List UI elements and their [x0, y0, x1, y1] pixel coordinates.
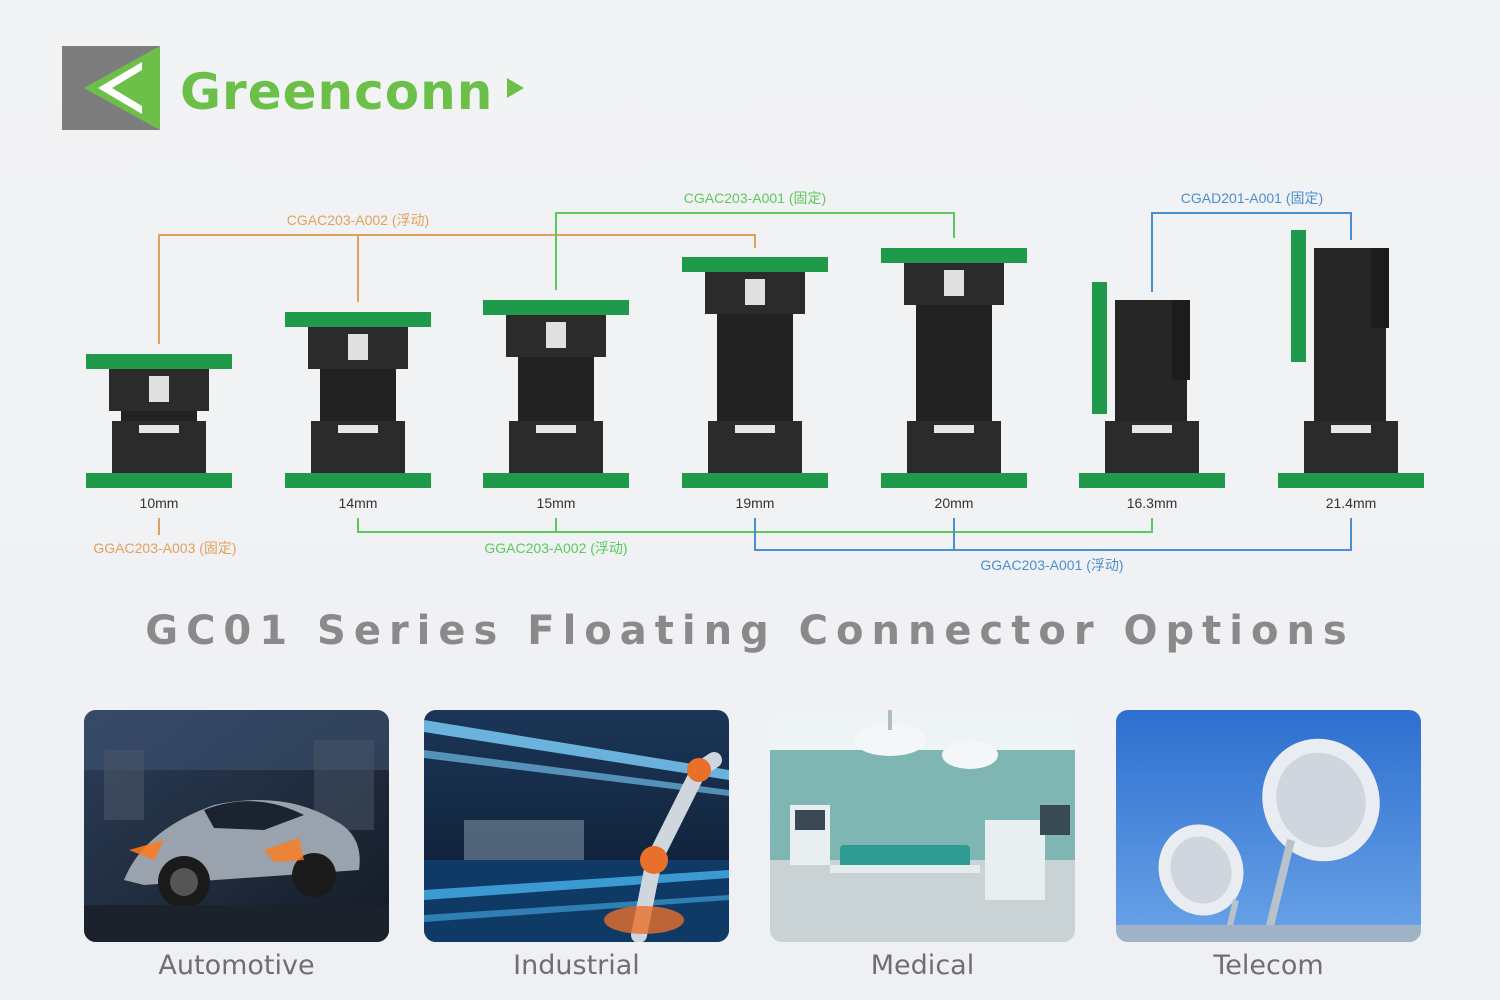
- height-label-14mm: 14mm: [339, 495, 378, 511]
- bracket-cgac203-a002: [158, 234, 756, 344]
- connector-20mm: [881, 248, 1027, 488]
- telecom-card: [1116, 710, 1421, 942]
- height-label-20mm: 20mm: [935, 495, 974, 511]
- height-label-16.3mm: 16.3mm: [1127, 495, 1178, 511]
- height-label-10mm: 10mm: [140, 495, 179, 511]
- automotive-card: [84, 710, 389, 942]
- connector-14mm: [285, 312, 431, 488]
- automotive-label: Automotive: [158, 950, 315, 981]
- connector-19mm: [682, 257, 828, 488]
- medical-card: [770, 710, 1075, 942]
- bracket-cgac203-a001: [555, 212, 955, 290]
- greenconn-logo: [62, 46, 524, 130]
- height-label-15mm: 15mm: [537, 495, 576, 511]
- bracket-cgad201-a001: [1151, 212, 1352, 292]
- connector-21.4mm: [1278, 230, 1424, 488]
- satellite-dish-photo-icon: [1116, 710, 1421, 942]
- group-label-ggac203-a003: GGAC203-A003 (固定): [93, 540, 236, 556]
- connector-16.3mm: [1079, 282, 1225, 488]
- connector-diagram: 10mm 14mm 15mm 19mm 20mm 16.3mm 21.4mm CGAC203…: [86, 190, 1424, 573]
- group-label-ggac203-a002: GGAC203-A002 (浮动): [484, 540, 627, 556]
- logo-arrow-icon: [507, 78, 524, 98]
- bracket-ggac203-a001: [754, 518, 1352, 551]
- connector-15mm: [483, 300, 629, 488]
- group-label-ggac203-a001: GGAC203-A001 (浮动): [980, 557, 1123, 573]
- robot-arm-photo-icon: [424, 710, 729, 942]
- group-label-cgac203-a002: CGAC203-A002 (浮动): [287, 212, 429, 228]
- industrial-label: Industrial: [513, 950, 640, 981]
- brand-name: Greenconn: [180, 63, 494, 121]
- medical-label: Medical: [870, 950, 975, 981]
- group-label-cgac203-a001: CGAC203-A001 (固定): [684, 190, 826, 206]
- height-label-19mm: 19mm: [736, 495, 775, 511]
- headline: GC01 Series Floating Connector Options: [145, 608, 1355, 654]
- telecom-label: Telecom: [1213, 950, 1324, 981]
- connector-10mm: [86, 354, 232, 488]
- height-label-21.4mm: 21.4mm: [1326, 495, 1377, 511]
- operating-room-photo-icon: [770, 710, 1075, 942]
- car-photo-icon: [84, 710, 389, 942]
- industrial-card: [424, 710, 729, 942]
- group-label-cgad201-a001: CGAD201-A001 (固定): [1181, 190, 1323, 206]
